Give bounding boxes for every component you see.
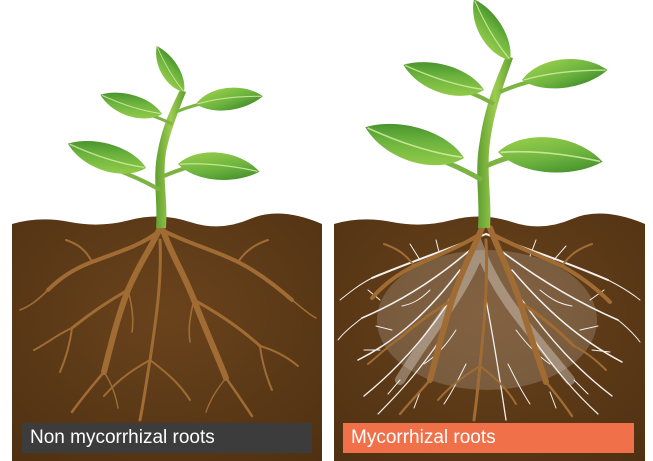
leaf — [521, 56, 609, 91]
plant-left — [63, 42, 263, 228]
panel-non-mycorrhizal — [12, 42, 322, 461]
leaf — [360, 110, 469, 178]
leaf — [496, 130, 605, 179]
caption-non-mycorrhizal: Non mycorrhizal roots — [22, 423, 312, 453]
plant-right — [360, 0, 609, 228]
leaf — [464, 0, 518, 67]
stem-right — [477, 56, 513, 228]
leaf — [177, 147, 262, 185]
leaf — [149, 42, 190, 97]
leaf — [195, 85, 263, 112]
panel-mycorrhizal — [334, 0, 645, 461]
leaf — [97, 84, 165, 126]
caption-mycorrhizal: Mycorrhizal roots — [343, 423, 634, 453]
leaf — [399, 51, 488, 106]
